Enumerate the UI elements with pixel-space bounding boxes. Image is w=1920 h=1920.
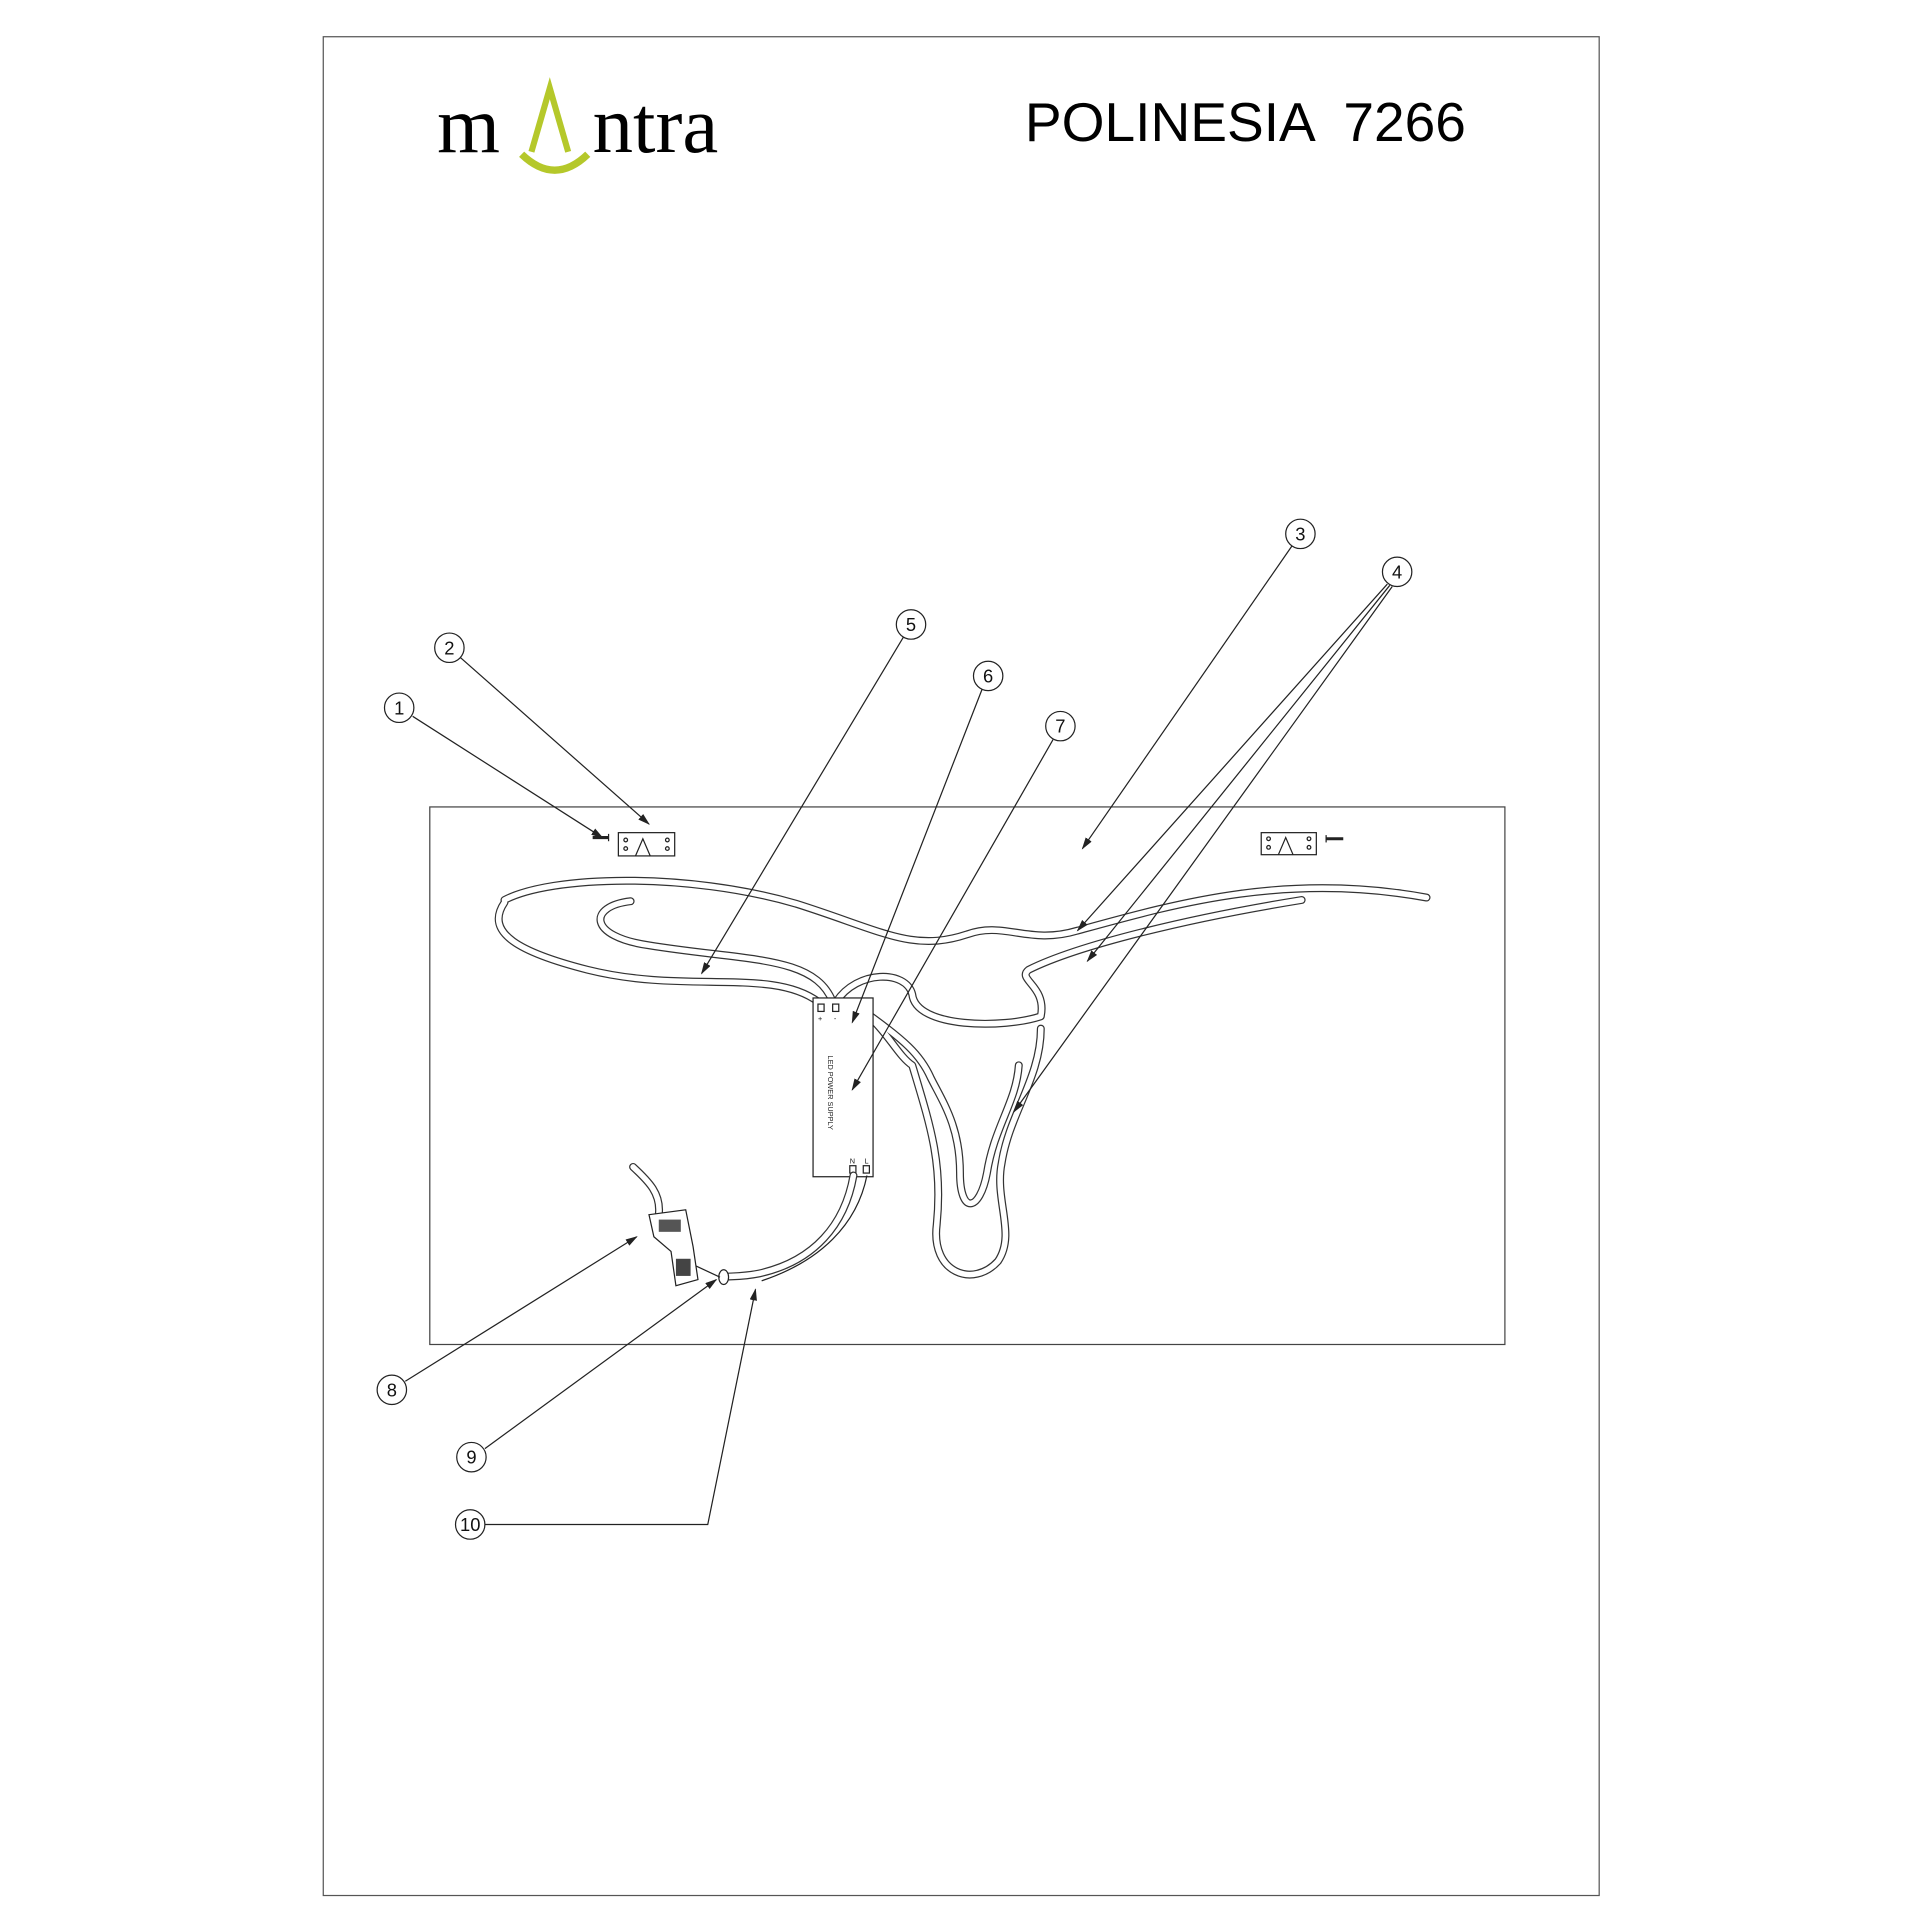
callout-2: 2 [434, 632, 465, 664]
callout-5: 5 [895, 609, 927, 640]
callout-8: 8 [376, 1374, 408, 1406]
terminal-plus [817, 1003, 825, 1013]
tube-core [842, 998, 1044, 1278]
svg-text:2: 2 [444, 637, 454, 658]
svg-text:9: 9 [466, 1447, 476, 1468]
callout-9: 9 [456, 1441, 487, 1473]
svg-text:10: 10 [460, 1514, 480, 1535]
label-n: N [850, 1156, 855, 1165]
svg-text:8: 8 [387, 1379, 397, 1400]
tube-core [854, 1003, 1022, 1206]
power-supply-label: LED POWER SUPPLY [826, 1056, 835, 1130]
product-title: POLINESIA 7266 [1025, 91, 1466, 153]
led-power-supply: + - N L LED POWER SUPPLY [812, 997, 874, 1178]
svg-text:m: m [437, 81, 500, 170]
callout-10: 10 [454, 1509, 486, 1540]
terminal-minus [832, 1003, 840, 1013]
svg-text:ntra: ntra [593, 81, 719, 170]
mounting-bracket-right [1260, 832, 1317, 856]
callout-3: 3 [1285, 518, 1316, 550]
tube-core [597, 898, 836, 1005]
svg-text:4: 4 [1392, 561, 1402, 582]
terminal-block [648, 1209, 699, 1287]
callout-1: 1 [383, 692, 415, 724]
wall-panel [429, 806, 1506, 1346]
screw-left [592, 833, 610, 842]
svg-text:3: 3 [1295, 523, 1305, 544]
tube-core [833, 897, 1305, 1027]
svg-text:7: 7 [1055, 716, 1065, 737]
label-plus: + [818, 1014, 822, 1023]
mantra-logo: m ntra [437, 77, 719, 174]
mains-cable [629, 1162, 868, 1286]
terminal-l [862, 1165, 870, 1174]
label-l: L [864, 1156, 868, 1165]
callout-4: 4 [1381, 556, 1413, 588]
tube-core [501, 877, 1430, 944]
svg-text:6: 6 [983, 665, 993, 686]
mounting-bracket-left [617, 832, 676, 857]
cable-grommet [718, 1269, 730, 1286]
svg-text:1: 1 [394, 697, 404, 718]
page-frame [322, 36, 1600, 1897]
label-minus: - [834, 1014, 837, 1023]
callout-6: 6 [972, 660, 1004, 692]
callout-7: 7 [1045, 710, 1076, 742]
leader-lines [404, 545, 1393, 1526]
tube-core [496, 899, 821, 1005]
svg-text:5: 5 [906, 614, 916, 635]
led-neon-tube [494, 876, 1431, 1279]
screw-right [1325, 835, 1344, 843]
